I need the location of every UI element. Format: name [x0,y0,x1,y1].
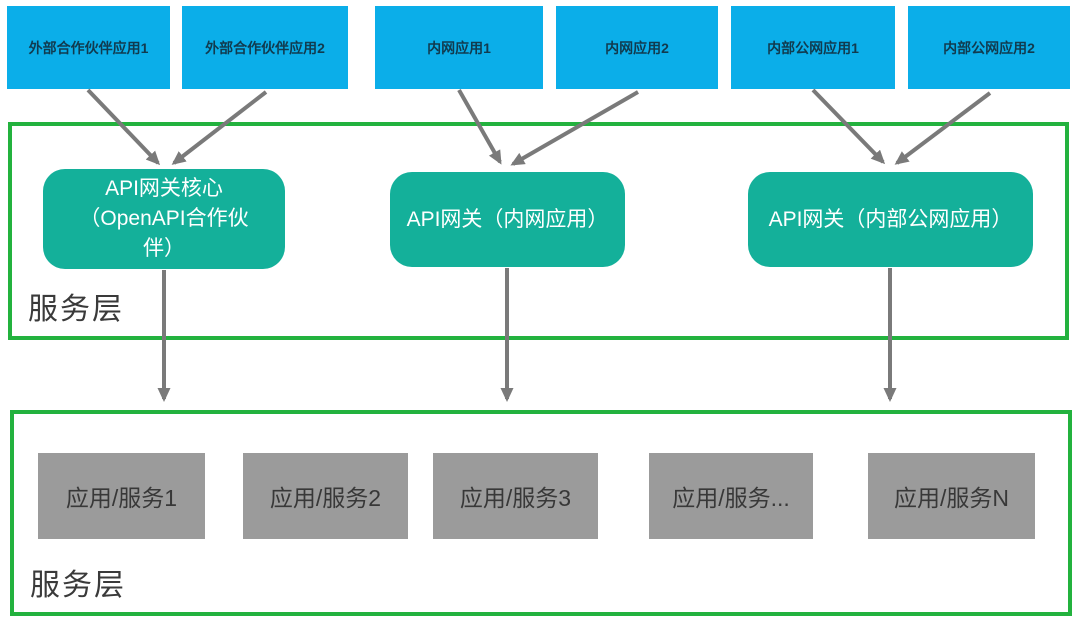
gateway-box-intranet: API网关（内网应用） [390,172,625,267]
client-app-box-intranet-2: 内网应用2 [556,6,718,89]
client-app-box-internal-public-2: 内部公网应用2 [908,6,1070,89]
gateway-box-openapi-partner: API网关核心 （OpenAPI合作伙 伴） [43,169,285,269]
service-layer-label: 服务层 [30,569,126,602]
client-app-box-internal-public-1: 内部公网应用1 [731,6,895,89]
client-app-box-external-partner-2: 外部合作伙伴应用2 [182,6,348,89]
service-box-2: 应用/服务2 [243,453,408,539]
service-box-ellipsis: 应用/服务... [649,453,813,539]
service-box-3: 应用/服务3 [433,453,598,539]
client-app-box-intranet-1: 内网应用1 [375,6,543,89]
gateway-box-internal-public: API网关（内部公网应用） [748,172,1033,267]
service-box-1: 应用/服务1 [38,453,205,539]
gateway-layer-label: 服务层 [28,293,124,326]
service-box-n: 应用/服务N [868,453,1035,539]
client-app-box-external-partner-1: 外部合作伙伴应用1 [7,6,170,89]
